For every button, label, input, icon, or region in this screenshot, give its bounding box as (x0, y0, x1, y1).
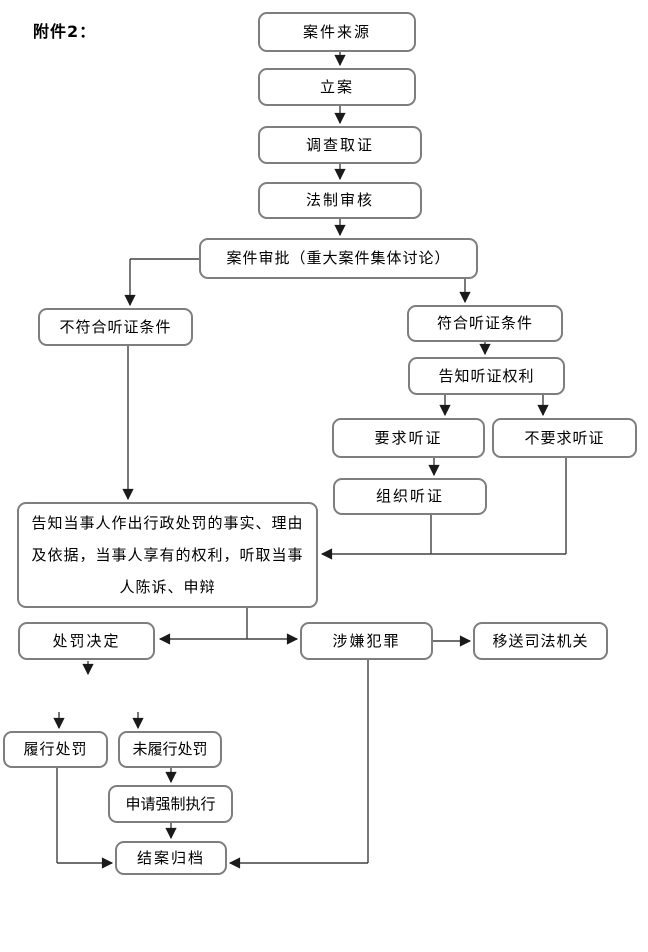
node-fulfill-penalty: 履行处罚 (3, 731, 108, 768)
node-legal-review: 法制审核 (258, 182, 422, 219)
node-no-request-hearing: 不要求听证 (492, 418, 637, 458)
node-apply-enforcement: 申请强制执行 (108, 785, 233, 823)
node-transfer-judicial: 移送司法机关 (473, 622, 608, 660)
node-not-fulfill-penalty: 未履行处罚 (118, 731, 222, 768)
node-notify-hearing-right: 告知听证权利 (408, 357, 565, 395)
node-organize-hearing: 组织听证 (333, 478, 487, 515)
node-file-case: 立案 (258, 68, 416, 106)
node-case-source: 案件来源 (258, 12, 416, 52)
node-suspected-crime: 涉嫌犯罪 (300, 622, 433, 660)
node-no-hearing-condition: 不符合听证条件 (38, 308, 193, 346)
node-hearing-condition: 符合听证条件 (407, 305, 563, 342)
node-penalty-decision: 处罚决定 (18, 622, 155, 660)
node-investigation: 调查取证 (258, 126, 422, 164)
node-close-archive: 结案归档 (115, 841, 227, 875)
node-case-approval: 案件审批（重大案件集体讨论） (199, 238, 478, 279)
attachment-label: 附件2： (33, 22, 97, 41)
node-inform-party: 告知当事人作出行政处罚的事实、理由及依据，当事人享有的权利，听取当事人陈诉、申辩 (17, 502, 318, 608)
node-request-hearing: 要求听证 (332, 418, 485, 458)
